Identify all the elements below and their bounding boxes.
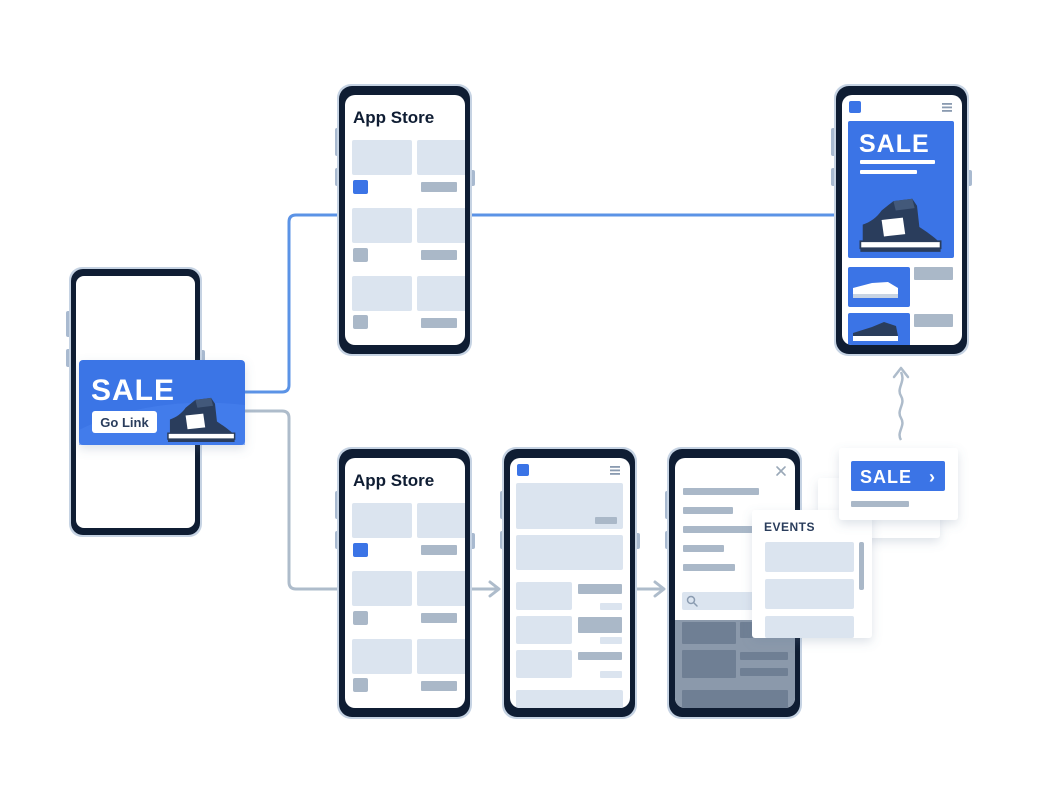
app-tile[interactable] — [352, 276, 412, 311]
list-item[interactable] — [516, 616, 572, 644]
event-row[interactable] — [765, 542, 854, 572]
sale-hero-banner[interactable]: SALE — [848, 121, 954, 258]
go-link-label: Go Link — [100, 415, 149, 430]
sale-landing-phone: SALE — [831, 84, 972, 356]
app-tile[interactable] — [352, 571, 412, 606]
app-icon[interactable] — [353, 315, 368, 329]
events-phone — [665, 447, 802, 719]
event-row[interactable] — [765, 616, 854, 638]
app-tile[interactable] — [417, 276, 477, 311]
app-icon[interactable] — [353, 611, 368, 625]
app-store-phone-bottom: App Store — [335, 447, 477, 719]
app-store-phone-top: App Store — [335, 84, 477, 356]
menu-icon[interactable] — [610, 466, 620, 475]
flow-line-to-app-store-top — [244, 213, 340, 394]
flow-line-to-app-store-bottom — [244, 409, 340, 591]
go-link-button[interactable]: Go Link — [92, 411, 157, 433]
sale-ad-banner[interactable]: SALE Go Link — [79, 360, 245, 445]
list-item[interactable] — [516, 582, 572, 610]
product-card[interactable] — [848, 313, 910, 353]
content-card[interactable] — [516, 535, 623, 570]
chevron-right-icon: › — [929, 467, 935, 487]
app-tile[interactable] — [352, 503, 412, 538]
app-tile[interactable] — [352, 639, 412, 674]
app-tile[interactable] — [417, 639, 477, 674]
app-tile[interactable] — [417, 503, 477, 538]
app-store-title: App Store — [353, 471, 434, 490]
app-logo — [517, 464, 529, 476]
app-icon[interactable] — [353, 248, 368, 262]
arrow-launch-to-events — [636, 580, 666, 598]
app-tile[interactable] — [417, 208, 477, 243]
app-tile[interactable] — [417, 571, 477, 606]
sale-ad-title: SALE — [91, 374, 175, 407]
arrow-app-store-to-launch — [472, 580, 501, 598]
sale-popup-card[interactable]: SALE › — [839, 448, 958, 520]
app-tile[interactable] — [352, 208, 412, 243]
menu-icon[interactable] — [942, 103, 952, 112]
app-icon[interactable] — [353, 678, 368, 692]
app-launch-phone — [500, 447, 640, 719]
events-title: EVENTS — [764, 520, 815, 534]
app-tile[interactable] — [417, 140, 477, 175]
wavy-arrow-up — [892, 366, 910, 441]
event-row[interactable] — [765, 579, 854, 609]
sale-popup-button[interactable]: SALE › — [851, 461, 945, 491]
events-scrollbar[interactable] — [859, 542, 864, 590]
app-icon-highlighted[interactable] — [353, 180, 368, 194]
flow-connectors — [244, 213, 910, 598]
search-icon — [686, 595, 698, 607]
sale-hero-title: SALE — [859, 130, 930, 158]
app-icon-highlighted[interactable] — [353, 543, 368, 557]
sale-popup-label: SALE — [860, 467, 912, 487]
app-tile[interactable] — [352, 140, 412, 175]
app-logo — [849, 101, 861, 113]
close-icon[interactable] — [776, 466, 786, 476]
list-item[interactable] — [516, 650, 572, 678]
app-store-title: App Store — [353, 108, 434, 127]
search-field[interactable] — [682, 592, 762, 610]
product-card[interactable] — [848, 267, 910, 307]
